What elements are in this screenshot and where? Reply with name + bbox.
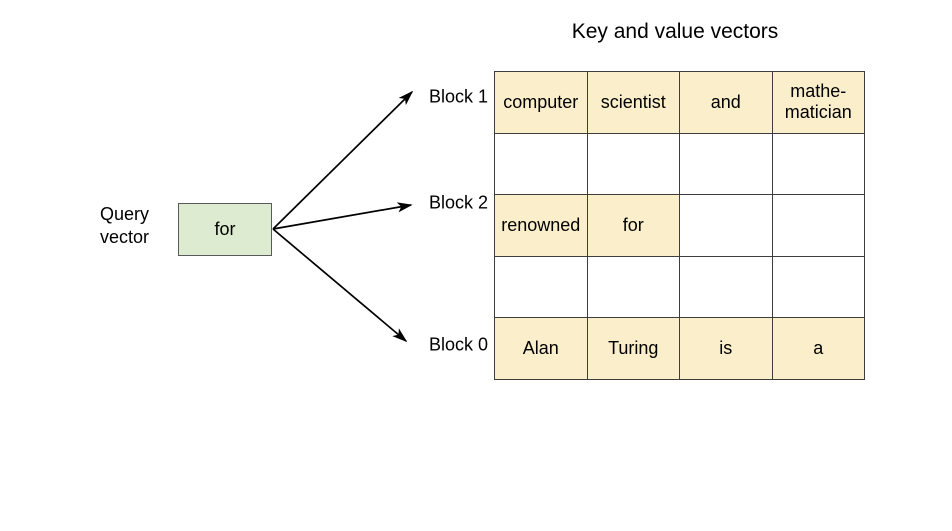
table-cell-r4-c2: is <box>679 317 773 380</box>
block-label-2: Block 2 <box>428 192 488 213</box>
table-cell-r0-c0: computer <box>494 71 588 134</box>
table-cell-r3-c1 <box>586 255 680 319</box>
arrow-to-block-2 <box>272 202 413 230</box>
table-cell-r3-c2 <box>679 255 773 319</box>
query-vector-token: for <box>214 219 236 239</box>
table-cell-r2-c3 <box>771 194 865 257</box>
query-vector-label: Query vector <box>100 203 172 249</box>
arrow-to-block-0 <box>272 228 408 343</box>
table-cell-r3-c0 <box>494 255 588 319</box>
table-cell-r4-c3: a <box>771 317 865 380</box>
block-label-1: Block 1 <box>428 86 488 107</box>
table-cell-r2-c0: renowned <box>494 194 588 257</box>
table-cell-r1-c3 <box>771 132 865 196</box>
table-cell-r4-c0: Alan <box>494 317 588 380</box>
table-cell-r2-c1: for <box>586 194 680 257</box>
table-cell-r0-c1: scientist <box>586 71 680 134</box>
arrow-to-block-1 <box>272 90 414 230</box>
query-vector-label-line2: vector <box>100 227 150 247</box>
table-cell-r1-c0 <box>494 132 588 196</box>
table-cell-r1-c1 <box>586 132 680 196</box>
diagram-title: Key and value vectors <box>571 20 779 43</box>
table-cell-r0-c3: mathe-matician <box>771 71 865 134</box>
query-vector-box[interactable]: for <box>178 203 272 256</box>
table-cell-r2-c2 <box>679 194 773 257</box>
table-cell-r3-c3 <box>771 255 865 319</box>
table-cell-r1-c2 <box>679 132 773 196</box>
table-row <box>494 132 865 196</box>
table-row <box>494 255 865 319</box>
query-vector-label-line1: Query <box>100 204 150 224</box>
table-cell-r4-c1: Turing <box>586 317 680 380</box>
table-cell-r0-c2: and <box>679 71 773 134</box>
block-label-0: Block 0 <box>428 334 488 355</box>
